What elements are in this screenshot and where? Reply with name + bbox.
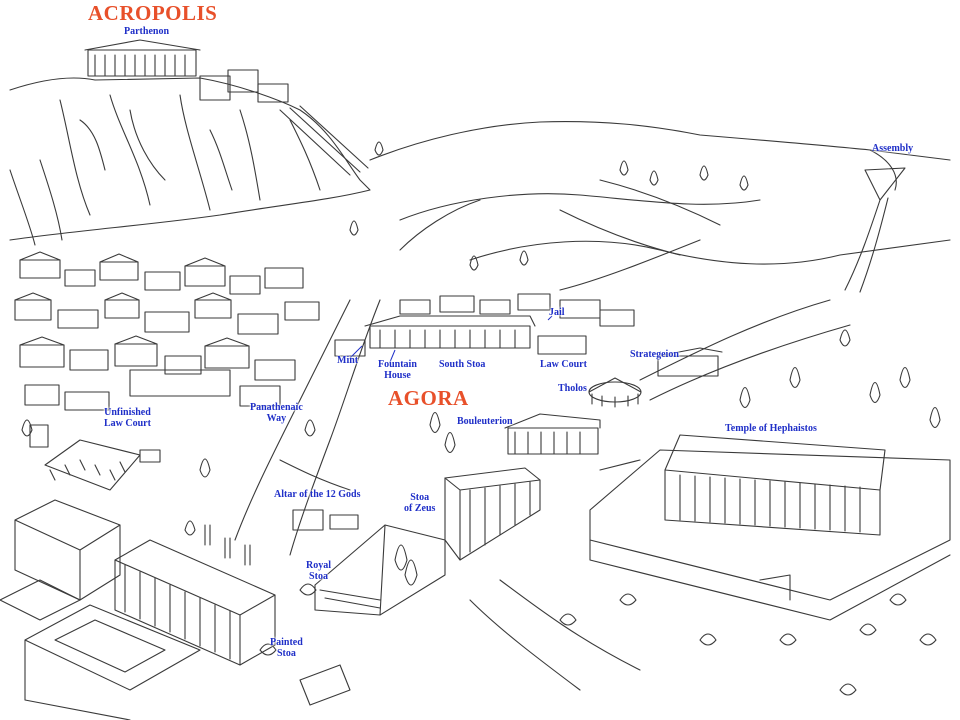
label-strategeion: Strategeion [630,349,679,360]
unfinished-law-court-ruins [29,424,161,491]
south-stoa-building [364,315,536,349]
distant-hills [369,121,951,161]
panathenaic-way-road [234,299,381,556]
label-jail: Jail [549,307,565,318]
altar-building [292,509,324,531]
painted-stoa-building [114,539,276,666]
label-unfinished-law-court: Unfinished Law Court [104,407,151,429]
parthenon-building [84,39,201,77]
label-panathenaic-way: Panathenaic Way [250,402,303,424]
bouleuterion-building [504,413,601,455]
lower-left-buildings [14,499,121,601]
stoa-of-zeus-building [444,467,541,561]
label-bouleuterion: Bouleuterion [457,416,513,427]
label-painted-stoa: Painted Stoa [270,637,303,659]
trees [21,141,941,696]
label-temple-of-hephaistos: Temple of Hephaistos [725,423,817,434]
tholos-building [588,377,642,408]
temple-of-hephaistos-building [664,434,886,536]
label-fountain-house: Fountain House [378,359,417,381]
region-agora: AGORA [388,386,469,410]
label-tholos: Tholos [558,383,587,394]
royal-stoa-building [314,524,446,616]
label-altar-of-the-12-gods: Altar of the 12 Gods [274,489,361,500]
label-law-court: Law Court [540,359,587,370]
strategeion-building [657,355,719,377]
assembly-structure [864,167,906,201]
residential-houses [14,251,320,411]
label-stoa-of-zeus: Stoa of Zeus [404,492,436,514]
label-mint: Mint [337,355,359,366]
label-parthenon: Parthenon [124,26,169,37]
label-assembly: Assembly [872,143,914,154]
acropolis-hill [9,77,371,241]
label-south-stoa: South Stoa [439,359,486,370]
region-acropolis: ACROPOLIS [88,1,218,25]
label-royal-stoa: Royal Stoa [306,560,331,582]
